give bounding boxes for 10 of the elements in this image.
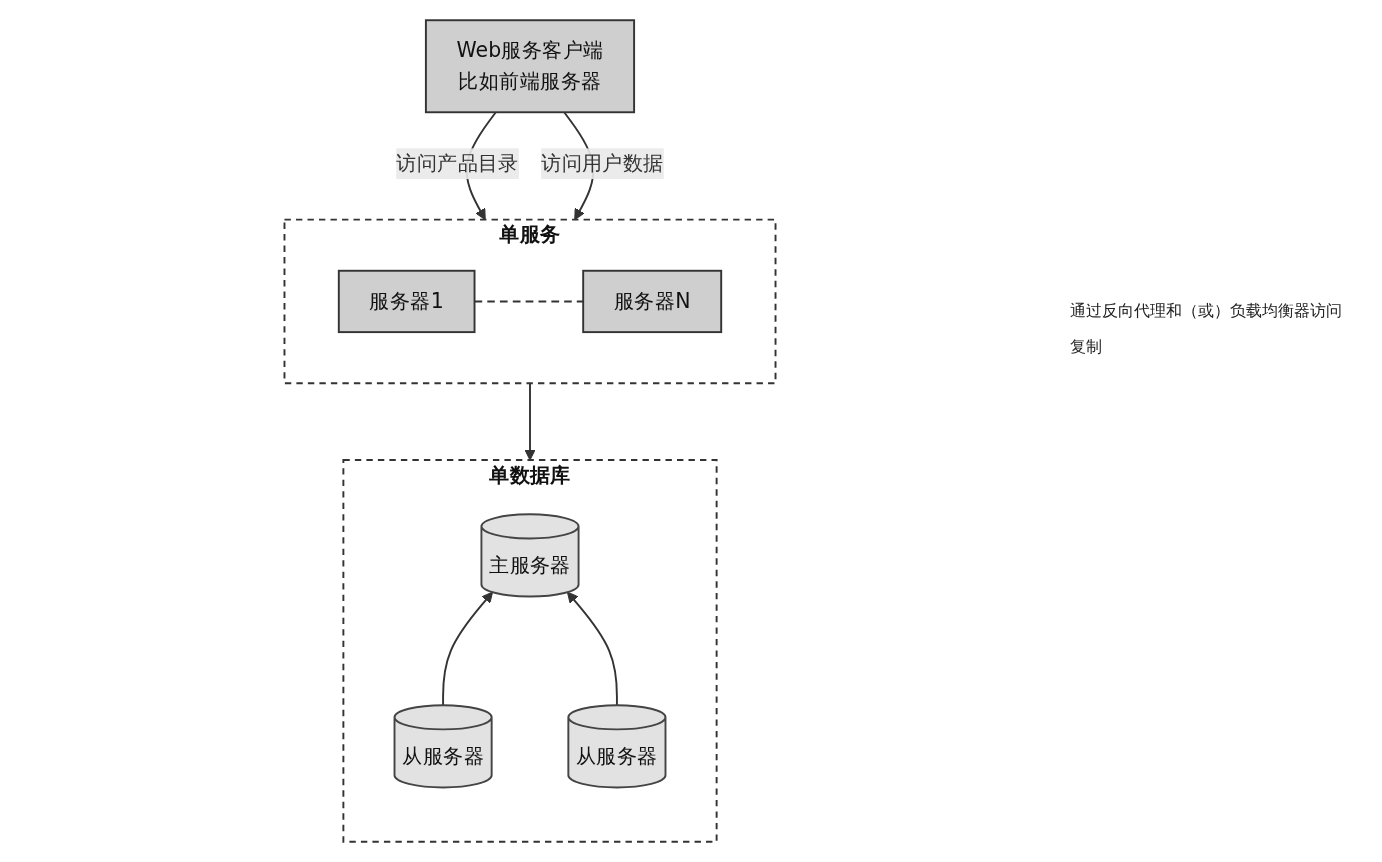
arrow	[524, 382, 536, 461]
node-box: 服务器N	[582, 269, 723, 334]
node-box: Web服务客户端 比如前端服务器	[424, 19, 636, 114]
arrow	[442, 591, 494, 707]
edge-label: 访问用户数据	[541, 150, 664, 176]
annotation-text: 复制	[1070, 336, 1103, 359]
annotation-text: 通过反向代理和（或）负载均衡器访问	[1070, 300, 1343, 322]
arrow	[566, 591, 618, 707]
node-box: 服务器1	[337, 269, 476, 334]
edge-label: 访问产品目录	[396, 150, 519, 176]
